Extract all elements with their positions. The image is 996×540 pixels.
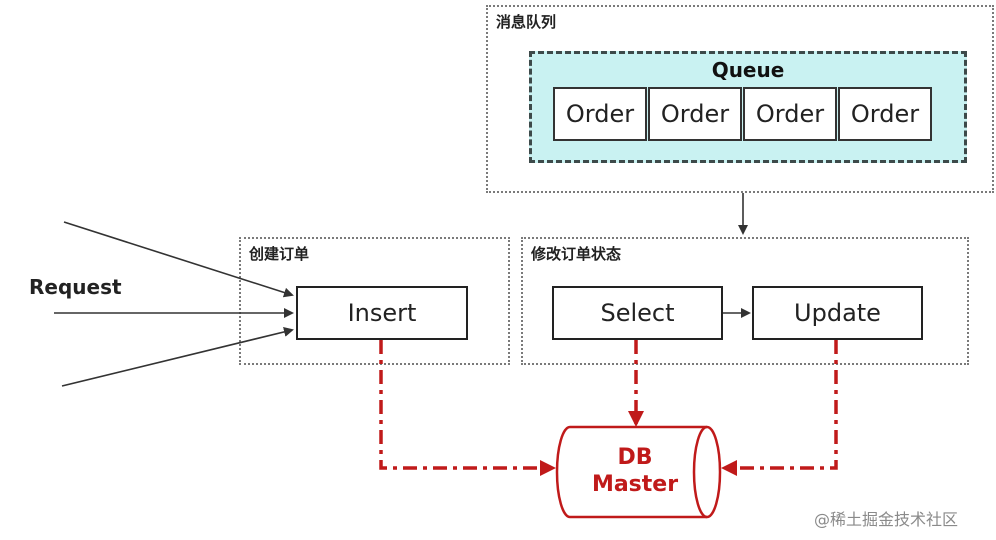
queue-order-4: Order [838, 87, 932, 141]
watermark: @稀土掘金技术社区 [814, 510, 959, 529]
db-cylinder [555, 425, 722, 519]
insert-to-db-line [379, 340, 556, 476]
queue-title: Queue [711, 58, 785, 82]
queue-group-label: 消息队列 [496, 13, 557, 31]
create-order-group: 创建订单 [239, 237, 510, 365]
queue-order-3: Order [743, 87, 837, 141]
db-master-label: DB Master [572, 444, 698, 498]
modify-status-group: 修改订单状态 [521, 237, 969, 365]
update-to-db-line [721, 340, 838, 476]
request-label: Request [29, 275, 122, 299]
request-line-3 [61, 327, 294, 387]
queue-order-1: Order [553, 87, 647, 141]
insert-node: Insert [296, 286, 468, 340]
create-order-group-label: 创建订单 [249, 245, 310, 263]
db-label-line2: Master [591, 472, 679, 497]
select-node: Select [552, 286, 723, 340]
update-node: Update [752, 286, 923, 340]
modify-status-group-label: 修改订单状态 [531, 245, 622, 263]
queue-order-2: Order [648, 87, 742, 141]
queue-group: 消息队列 [486, 5, 994, 193]
db-label-line1: DB [617, 445, 653, 470]
request-line-1 [63, 221, 294, 298]
